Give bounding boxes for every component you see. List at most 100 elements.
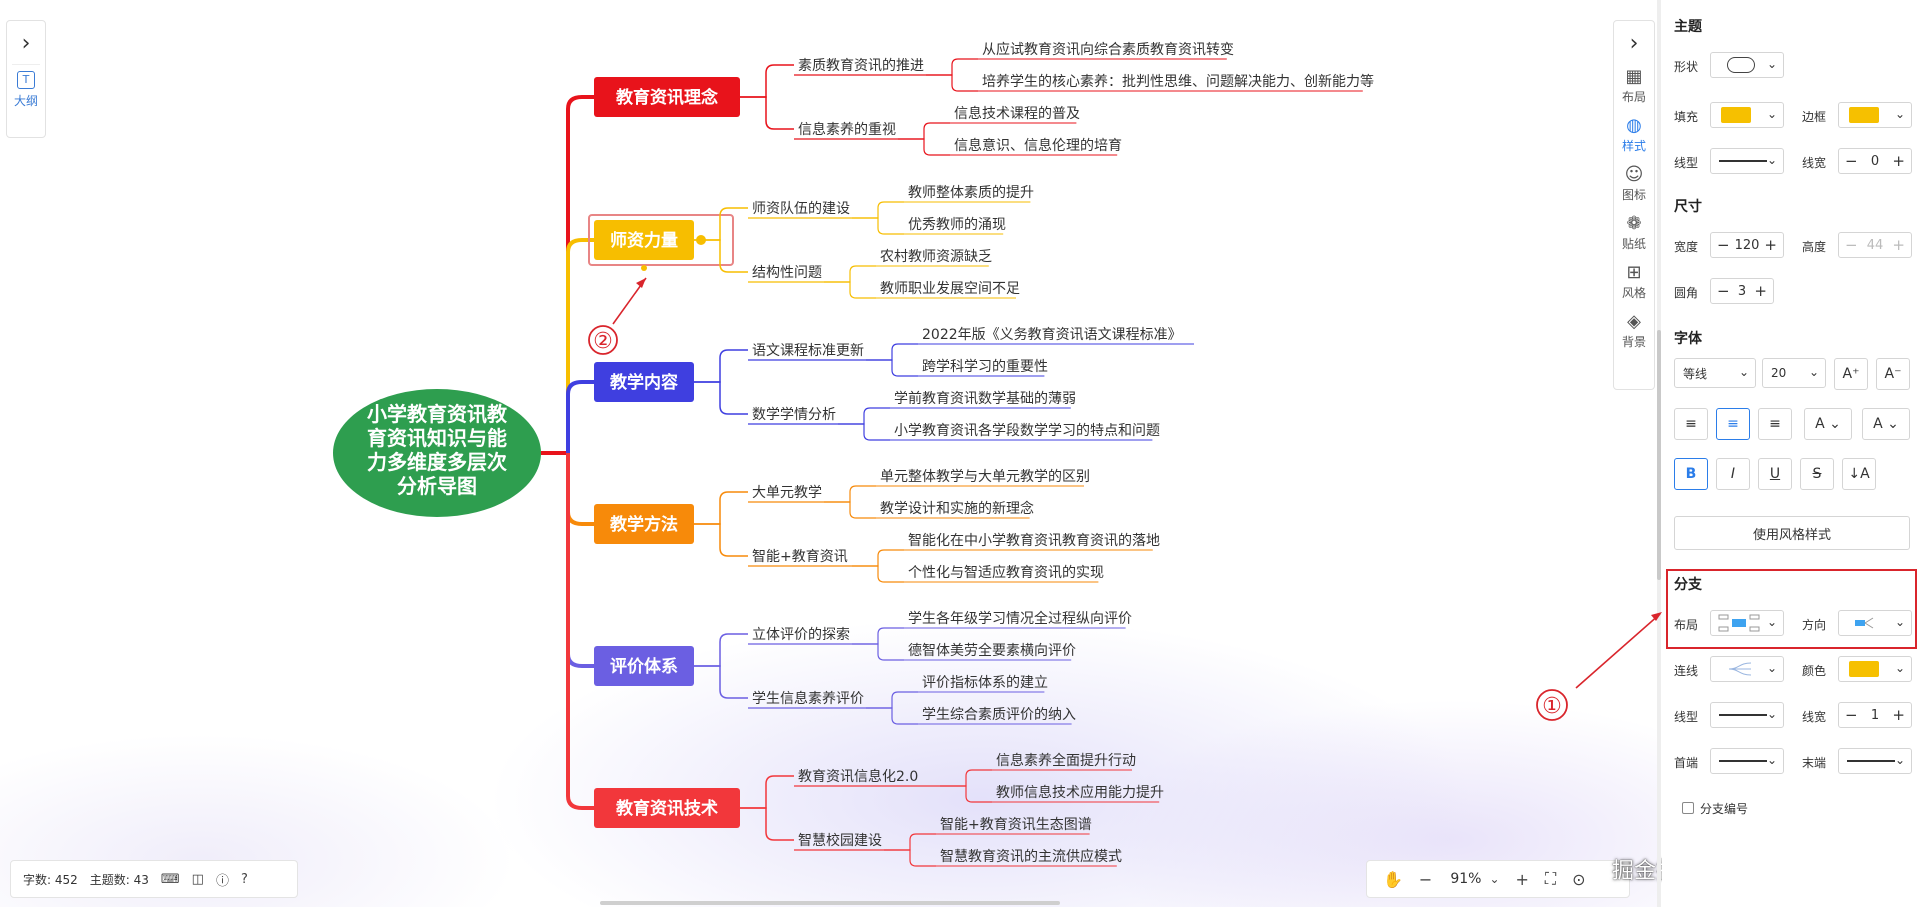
locate-icon[interactable]: ⊙ <box>1572 869 1586 889</box>
leaf-topic-text[interactable]: 学前教育资讯数学基础的薄弱 <box>894 390 1076 407</box>
font-family-select[interactable]: 等线⌄ <box>1674 358 1756 388</box>
leaf-topic-text[interactable]: 教师信息技术应用能力提升 <box>996 784 1164 801</box>
sub-topic-text[interactable]: 智慧校园建设 <box>798 832 882 849</box>
head-select[interactable]: ⌄ <box>1710 748 1784 774</box>
branch-layout-select[interactable]: ⌄ <box>1710 610 1784 636</box>
main-topic-node[interactable] <box>594 646 694 686</box>
main-topic-node[interactable] <box>594 220 694 260</box>
sub-topic-text[interactable]: 结构性问题 <box>752 265 822 281</box>
hand-icon[interactable]: ✋ <box>1383 869 1403 889</box>
radius-stepper[interactable]: −3 + <box>1710 278 1774 304</box>
branch-line-type-select[interactable]: ⌄ <box>1710 702 1784 728</box>
sub-topic-text[interactable]: 教育资讯信息化2.0 <box>798 768 918 785</box>
leaf-topic-text[interactable]: 单元整体教学与大单元教学的区别 <box>880 469 1090 485</box>
font-decrease-button[interactable]: A⁻ <box>1876 358 1910 390</box>
sub-topic-text[interactable]: 语文课程标准更新 <box>752 343 864 359</box>
use-style-button[interactable]: 使用风格样式 <box>1674 516 1910 550</box>
strikethrough-button[interactable]: S <box>1800 458 1834 490</box>
zoom-out-icon[interactable]: − <box>1418 869 1433 889</box>
font-size-select[interactable]: 20⌄ <box>1762 358 1826 388</box>
align-right-button[interactable]: ≡ <box>1758 408 1792 440</box>
mindmap-svg[interactable]: 小学教育资讯教育资讯知识与能力多维度多层次分析导图教育资讯理念素质教育资讯的推进… <box>0 0 1660 907</box>
leaf-topic-text[interactable]: 智能化在中小学教育资讯教育资讯的落地 <box>908 533 1160 549</box>
sub-topic-text[interactable]: 素质教育资讯的推进 <box>798 58 924 74</box>
branch-line-width-value[interactable]: 1 <box>1870 707 1880 723</box>
help-icon[interactable]: ? <box>240 871 248 887</box>
radius-value[interactable]: 3 <box>1737 283 1747 299</box>
branch-direction-select[interactable]: ⌄ <box>1838 610 1912 636</box>
minimap-icon[interactable]: ◫ <box>191 871 204 887</box>
toolbar-item-layout[interactable]: ▦ 布局 <box>1622 66 1646 105</box>
toolbar-item-icon[interactable]: ☺ 图标 <box>1622 164 1646 203</box>
leaf-topic-text[interactable]: 从应试教育资讯向综合素质教育资讯转变 <box>982 41 1234 58</box>
leaf-topic-text[interactable]: 智能+教育资讯生态图谱 <box>940 817 1092 833</box>
minus-icon[interactable]: − <box>1845 706 1858 724</box>
leaf-topic-text[interactable]: 农村教师资源缺乏 <box>880 249 992 265</box>
fit-view-icon[interactable]: ⛶ <box>1544 869 1557 888</box>
branch-numbering-checkbox[interactable] <box>1682 802 1694 814</box>
main-topic-node[interactable] <box>594 788 740 828</box>
leaf-topic-text[interactable]: 优秀教师的涌现 <box>908 217 1006 233</box>
leaf-topic-text[interactable]: 德智体美劳全要素横向评价 <box>908 642 1076 659</box>
italic-button[interactable]: I <box>1716 458 1750 490</box>
zoom-in-icon[interactable]: + <box>1515 869 1529 889</box>
keyboard-icon[interactable]: ⌨ <box>160 871 180 887</box>
plus-icon[interactable]: + <box>1892 706 1905 724</box>
border-color-select[interactable]: ⌄ <box>1838 102 1912 128</box>
line-width-value[interactable]: 0 <box>1870 153 1880 169</box>
leaf-topic-text[interactable]: 信息意识、信息伦理的培育 <box>954 137 1122 154</box>
zoom-value[interactable]: 91% <box>1450 871 1482 887</box>
leaf-topic-text[interactable]: 跨学科学习的重要性 <box>922 359 1048 375</box>
connector-select[interactable]: ⌄ <box>1710 656 1784 682</box>
minus-icon[interactable]: − <box>1717 236 1730 254</box>
main-topic-node[interactable] <box>594 77 740 117</box>
plus-icon[interactable]: + <box>1892 152 1905 170</box>
align-left-button[interactable]: ≡ <box>1674 408 1708 440</box>
sub-topic-text[interactable]: 师资队伍的建设 <box>752 201 850 217</box>
bold-button[interactable]: B <box>1674 458 1708 490</box>
leaf-topic-text[interactable]: 智慧教育资讯的主流供应模式 <box>940 848 1122 865</box>
leaf-topic-text[interactable]: 学生综合素质评价的纳入 <box>922 707 1076 723</box>
branch-line-width-stepper[interactable]: −1 + <box>1838 702 1912 728</box>
fill-color-select[interactable]: ⌄ <box>1710 102 1784 128</box>
leaf-topic-text[interactable]: 小学教育资讯各学段数学学习的特点和问题 <box>894 423 1160 439</box>
toolbar-item-style[interactable]: ◍ 样式 <box>1622 115 1646 154</box>
tail-select[interactable]: ⌄ <box>1838 748 1912 774</box>
leaf-topic-text[interactable]: 评价指标体系的建立 <box>922 675 1048 691</box>
leaf-topic-text[interactable]: 教师职业发展空间不足 <box>880 281 1020 297</box>
leaf-topic-text[interactable]: 学生各年级学习情况全过程纵向评价 <box>908 610 1132 627</box>
branch-numbering-label[interactable]: 分支编号 <box>1700 802 1749 816</box>
main-topic-node[interactable] <box>594 362 694 402</box>
leaf-topic-text[interactable]: 培养学生的核心素养：批判性思维、问题解决能力、创新能力等 <box>982 73 1374 90</box>
font-color-select[interactable]: A ⌄ <box>1804 408 1852 440</box>
horizontal-scrollbar[interactable] <box>600 901 1060 905</box>
outline-label[interactable]: 大纲 <box>13 94 38 108</box>
root-node[interactable] <box>333 389 541 517</box>
toolbar-item-theme[interactable]: ⊞ 风格 <box>1622 262 1646 301</box>
add-child-handle[interactable] <box>641 265 647 271</box>
underline-button[interactable]: U <box>1758 458 1792 490</box>
branch-color-select[interactable]: ⌄ <box>1838 656 1912 682</box>
sub-topic-text[interactable]: 数学学情分析 <box>752 407 836 423</box>
sub-topic-text[interactable]: 智能+教育资讯 <box>752 549 848 565</box>
outline-icon[interactable]: T <box>17 71 35 89</box>
sub-topic-text[interactable]: 信息素养的重视 <box>798 121 896 138</box>
line-width-stepper[interactable]: −0 + <box>1838 148 1912 174</box>
vertical-scrollbar[interactable] <box>1657 330 1661 580</box>
minus-icon[interactable]: − <box>1845 152 1858 170</box>
leaf-topic-text[interactable]: 信息技术课程的普及 <box>954 105 1080 122</box>
leaf-topic-text[interactable]: 2022年版《义务教育资讯语文课程标准》 <box>922 327 1182 343</box>
sub-topic-text[interactable]: 立体评价的探索 <box>752 626 850 643</box>
plus-icon[interactable]: + <box>1754 282 1767 300</box>
minus-icon[interactable]: − <box>1717 282 1730 300</box>
chevron-down-icon[interactable]: ⌄ <box>1489 872 1500 886</box>
mindmap-canvas[interactable]: 小学教育资讯教育资讯知识与能力多维度多层次分析导图教育资讯理念素质教育资讯的推进… <box>0 0 1660 907</box>
align-center-button[interactable]: ≡ <box>1716 408 1750 440</box>
width-value[interactable]: 120 <box>1734 237 1760 253</box>
leaf-topic-text[interactable]: 教师整体素质的提升 <box>908 185 1034 201</box>
plus-icon[interactable]: + <box>1764 236 1777 254</box>
sub-topic-text[interactable]: 学生信息素养评价 <box>752 690 864 707</box>
info-icon[interactable]: ⓘ <box>215 873 229 889</box>
leaf-topic-text[interactable]: 信息素养全面提升行动 <box>996 752 1136 769</box>
leaf-topic-text[interactable]: 教学设计和实施的新理念 <box>880 500 1034 517</box>
